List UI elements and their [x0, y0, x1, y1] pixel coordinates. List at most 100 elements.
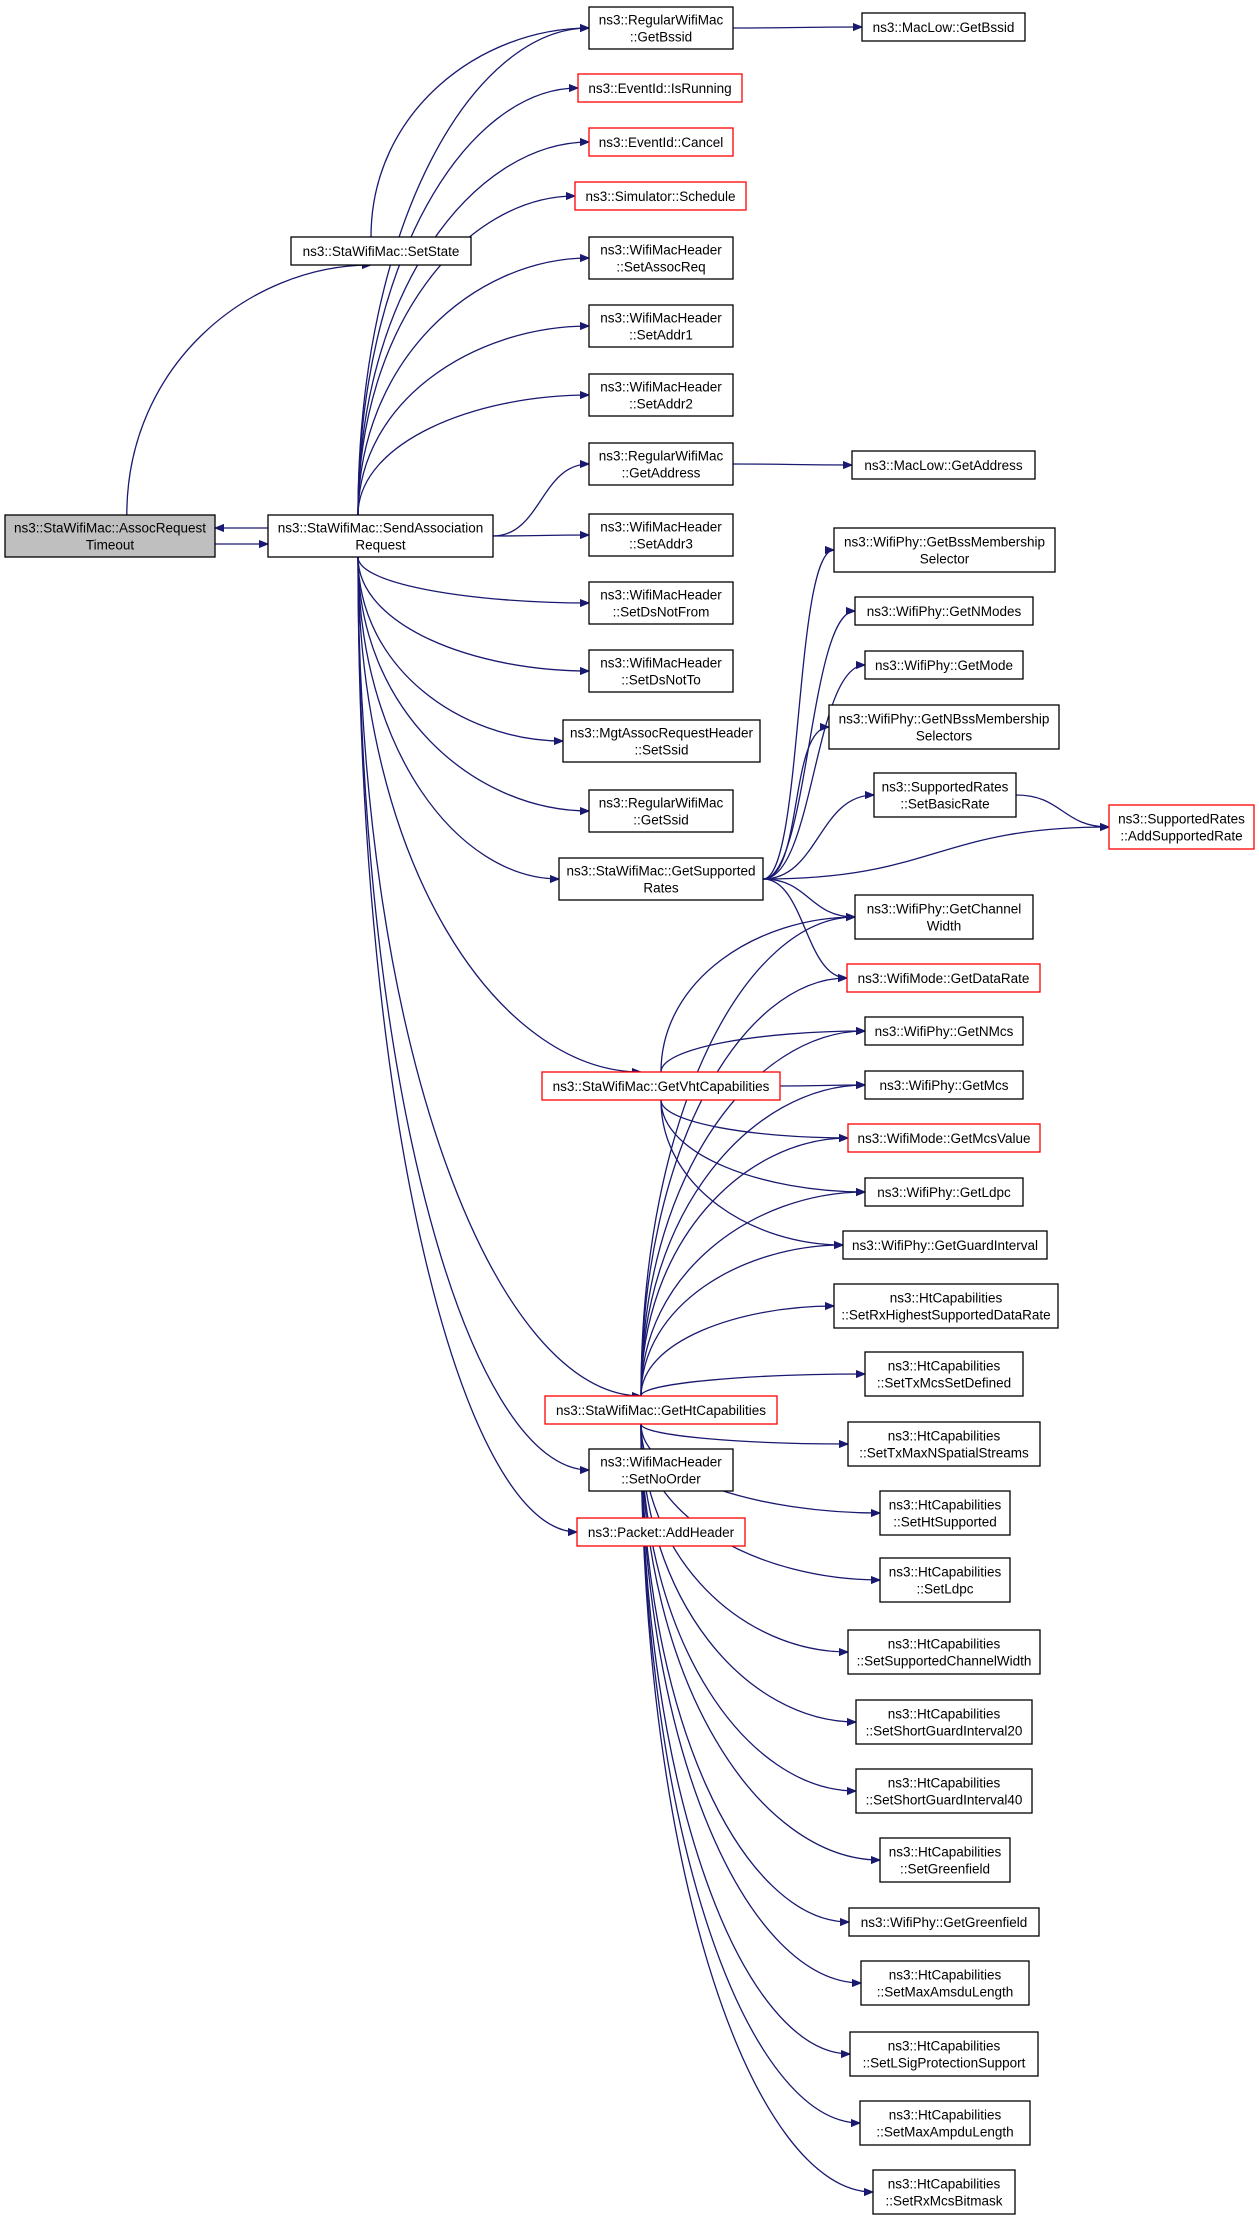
node-box [842, 1230, 1048, 1260]
node-label: ::SetHtSupported [893, 1515, 997, 1530]
node-getssid[interactable]: ns3::RegularWifiMac::GetSsid [588, 789, 734, 833]
node-label: Request [355, 538, 406, 553]
node-getldpc[interactable]: ns3::WifiPhy::GetLdpc [864, 1177, 1024, 1207]
node-setssid[interactable]: ns3::MgtAssocRequestHeader::SetSsid [562, 719, 761, 763]
node-setassocreq[interactable]: ns3::WifiMacHeader::SetAssocReq [588, 236, 734, 280]
node-setdsnotto[interactable]: ns3::WifiMacHeader::SetDsNotTo [588, 649, 734, 693]
node-getvht[interactable]: ns3::StaWifiMac::GetVhtCapabilities [541, 1071, 781, 1101]
node-box [864, 1016, 1024, 1046]
node-label: ::SetLSigProtectionSupport [863, 2056, 1026, 2071]
edge-path [762, 550, 835, 880]
edge-getvht-to-getmcsvalue [660, 1099, 848, 1138]
node-settxmcsset[interactable]: ns3::HtCapabilities::SetTxMcsSetDefined [864, 1351, 1024, 1397]
node-setsgi20[interactable]: ns3::HtCapabilities::SetShortGuardInterv… [855, 1699, 1033, 1745]
node-label: ns3::MacLow::GetBssid [873, 20, 1015, 35]
node-gethtcap[interactable]: ns3::StaWifiMac::GetHtCapabilities [544, 1395, 778, 1425]
node-label: ::SetSupportedChannelWidth [857, 1654, 1032, 1669]
node-box [855, 1768, 1033, 1814]
node-setgreenfield[interactable]: ns3::HtCapabilities::SetGreenfield [879, 1837, 1011, 1883]
node-label: ::SetNoOrder [621, 1472, 701, 1487]
node-setaddr1[interactable]: ns3::WifiMacHeader::SetAddr1 [588, 304, 734, 348]
node-getmcsvalue[interactable]: ns3::WifiMode::GetMcsValue [847, 1123, 1041, 1153]
node-setstate[interactable]: ns3::StaWifiMac::SetState [290, 236, 472, 266]
node-box [290, 236, 472, 266]
node-label: ns3::WifiPhy::GetNModes [867, 604, 1022, 619]
node-label: ns3::Simulator::Schedule [585, 189, 735, 204]
edge-sendassoc-to-setaddr1 [357, 326, 589, 516]
node-label: ns3::WifiMode::GetDataRate [858, 971, 1030, 986]
node-label: Width [927, 919, 962, 934]
node-label: ns3::SupportedRates [1118, 812, 1245, 827]
node-setdsnotfrom[interactable]: ns3::WifiMacHeader::SetDsNotFrom [588, 581, 734, 625]
edge-path [357, 395, 589, 516]
node-box [588, 513, 734, 557]
edge-gethtcap-to-setsgi40 [640, 1423, 856, 1791]
node-label: ns3::StaWifiMac::GetVhtCapabilities [553, 1079, 770, 1094]
edge-path [357, 326, 589, 516]
node-isrunning[interactable]: ns3::EventId::IsRunning [577, 73, 743, 103]
node-sethtsupported[interactable]: ns3::HtCapabilities::SetHtSupported [879, 1490, 1011, 1536]
node-label: ::AddSupportedRate [1120, 829, 1242, 844]
edge-path [640, 1192, 865, 1397]
node-label: ns3::WifiMode::GetMcsValue [857, 1131, 1030, 1146]
edge-path [640, 1031, 865, 1397]
node-label: ns3::HtCapabilities [888, 1359, 1001, 1374]
node-label: ns3::HtCapabilities [888, 2177, 1001, 2192]
node-box [872, 2169, 1016, 2215]
node-label: Selector [920, 552, 970, 567]
node-schedule[interactable]: ns3::Simulator::Schedule [574, 181, 747, 211]
node-label: ns3::Packet::AddHeader [588, 1525, 735, 1540]
node-box [576, 1517, 746, 1547]
node-setbasicrate[interactable]: ns3::SupportedRates::SetBasicRate [873, 772, 1017, 818]
node-setaddr2[interactable]: ns3::WifiMacHeader::SetAddr2 [588, 373, 734, 417]
edge-sendassoc-to-isrunning [357, 88, 578, 516]
node-getdatarate[interactable]: ns3::WifiMode::GetDataRate [846, 963, 1041, 993]
edge-path [640, 1423, 856, 1722]
edge-gethtcap-to-getnmcs [640, 1031, 865, 1397]
node-getmcs[interactable]: ns3::WifiPhy::GetMcs [864, 1070, 1024, 1100]
node-getaddress[interactable]: ns3::RegularWifiMac::GetAddress [588, 442, 734, 486]
node-setrxhighest[interactable]: ns3::HtCapabilities::SetRxHighestSupport… [833, 1283, 1059, 1329]
node-addheader[interactable]: ns3::Packet::AddHeader [576, 1517, 746, 1547]
edge-path [357, 556, 641, 1396]
node-addsuprate[interactable]: ns3::SupportedRates::AddSupportedRate [1108, 804, 1255, 850]
node-setsgi40[interactable]: ns3::HtCapabilities::SetShortGuardInterv… [855, 1768, 1033, 1814]
nodes-layer: ns3::StaWifiMac::AssocRequestTimeoutns3:… [4, 6, 1255, 2215]
node-setldpc[interactable]: ns3::HtCapabilities::SetLdpc [879, 1557, 1011, 1603]
node-getnmodes[interactable]: ns3::WifiPhy::GetNModes [854, 596, 1034, 626]
node-setrxmcsbitmask[interactable]: ns3::HtCapabilities::SetRxMcsBitmask [872, 2169, 1016, 2215]
node-settxmaxnss[interactable]: ns3::HtCapabilities::SetTxMaxNSpatialStr… [847, 1421, 1041, 1467]
node-getgreenfield[interactable]: ns3::WifiPhy::GetGreenfield [848, 1907, 1040, 1937]
edge-getsuprates-to-getbssmembership [762, 550, 835, 880]
node-label: ::GetBssid [630, 30, 692, 45]
node-label: ns3::WifiMacHeader [600, 311, 722, 326]
node-getnmcs[interactable]: ns3::WifiPhy::GetNMcs [864, 1016, 1024, 1046]
node-getmode[interactable]: ns3::WifiPhy::GetMode [864, 650, 1024, 680]
node-box [864, 1177, 1024, 1207]
node-setlsig[interactable]: ns3::HtCapabilities::SetLSigProtectionSu… [849, 2031, 1039, 2077]
node-getbssid[interactable]: ns3::RegularWifiMac::GetBssid [588, 6, 734, 50]
node-label: ns3::HtCapabilities [888, 1637, 1001, 1652]
node-setaddr3[interactable]: ns3::WifiMacHeader::SetAddr3 [588, 513, 734, 557]
node-label: ns3::StaWifiMac::GetSupported [566, 864, 755, 879]
node-getguard[interactable]: ns3::WifiPhy::GetGuardInterval [842, 1230, 1048, 1260]
node-label: ns3::WifiPhy::GetMode [875, 658, 1013, 673]
node-maclow_getaddress[interactable]: ns3::MacLow::GetAddress [851, 450, 1036, 480]
node-cancel[interactable]: ns3::EventId::Cancel [588, 127, 734, 157]
node-setnoorder[interactable]: ns3::WifiMacHeader::SetNoOrder [588, 1448, 734, 1492]
node-label: ns3::WifiPhy::GetBssMembership [844, 535, 1045, 550]
node-setmaxamsdu[interactable]: ns3::HtCapabilities::SetMaxAmsduLength [860, 1960, 1030, 2006]
edge-sendassoc-to-getvht [357, 556, 641, 1072]
edge-getsuprates-to-setbasicrate [762, 795, 874, 880]
node-label: ns3::WifiMacHeader [600, 1455, 722, 1470]
node-box [848, 1907, 1040, 1937]
node-setsupchwidth[interactable]: ns3::HtCapabilities::SetSupportedChannel… [847, 1629, 1041, 1675]
node-setmaxampdu[interactable]: ns3::HtCapabilities::SetMaxAmpduLength [859, 2100, 1031, 2146]
node-maclow_getbssid[interactable]: ns3::MacLow::GetBssid [861, 12, 1026, 42]
